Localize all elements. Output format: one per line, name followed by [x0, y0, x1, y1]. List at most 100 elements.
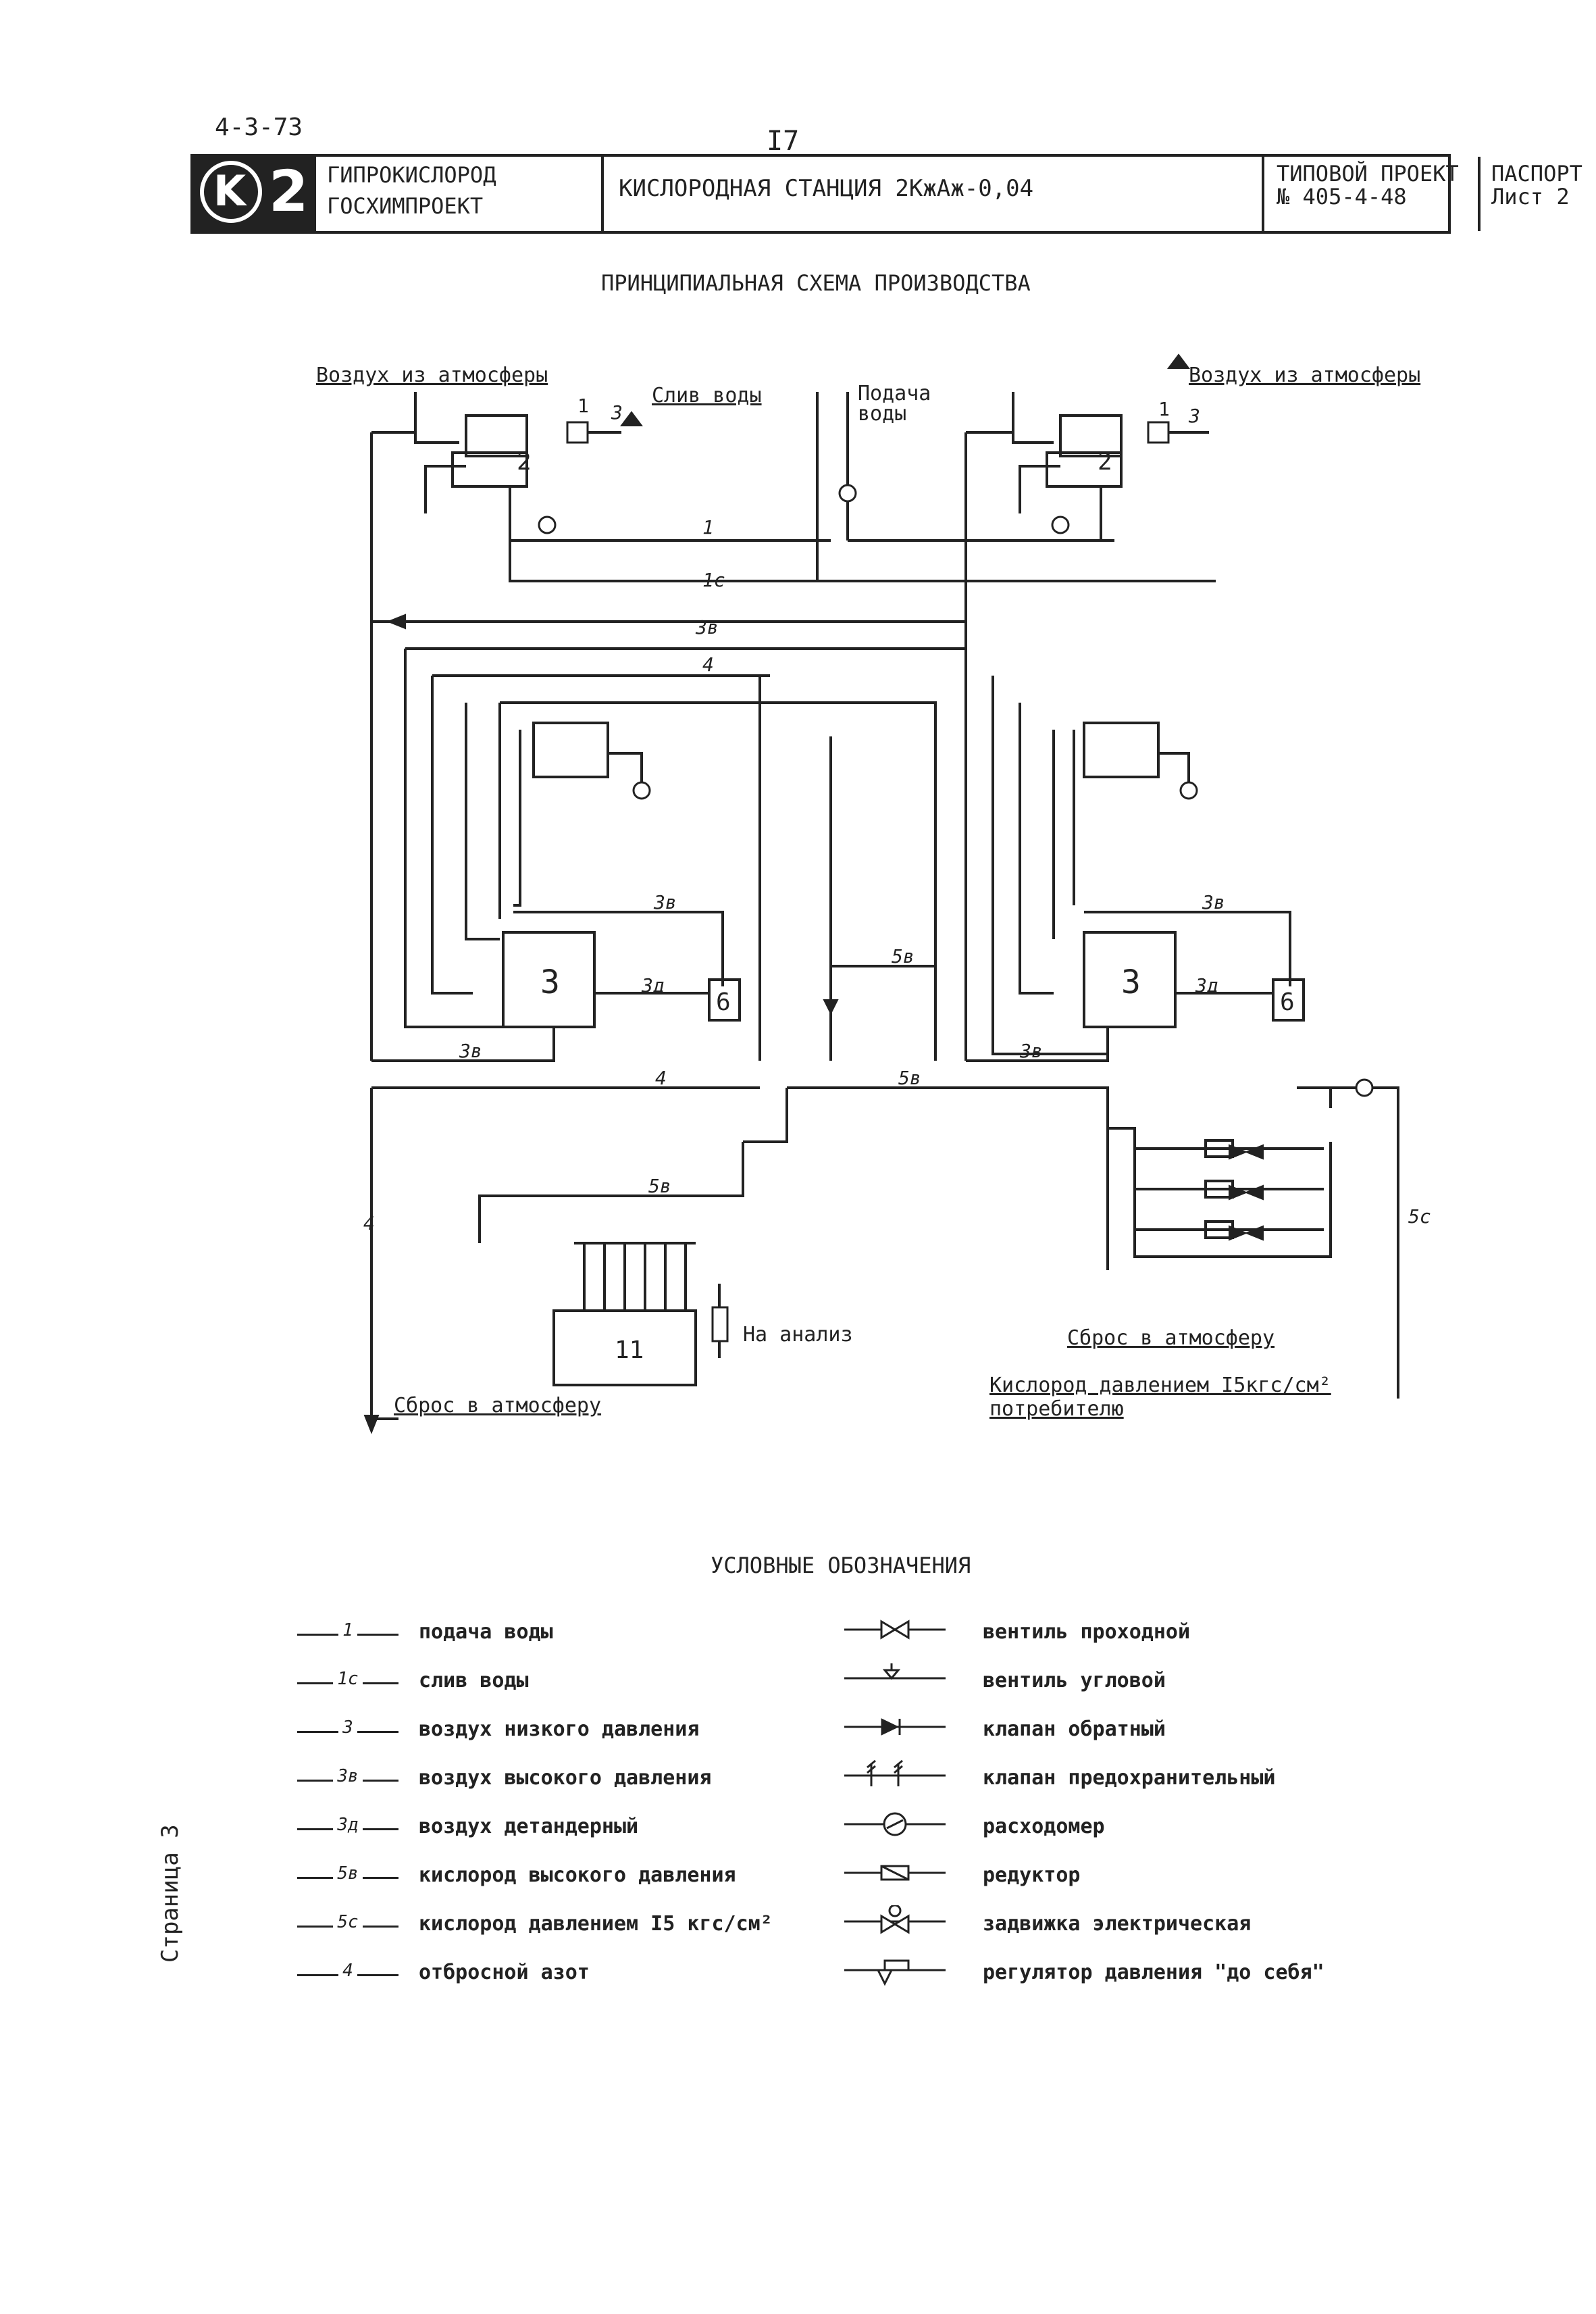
flowmeter-consumer-icon: [1355, 1078, 1374, 1097]
pipe-cylinder-risers: [583, 1243, 687, 1311]
unit-2-right-label: 2: [1098, 448, 1112, 476]
legend-symbol-text: вентиль проходной: [983, 1620, 1191, 1644]
unit-1-right-column: [1083, 722, 1160, 778]
unit-2-left-label: 2: [517, 448, 532, 476]
unit-1-right-label: 1: [1158, 398, 1170, 420]
legend-line-code-text: 5в: [333, 1863, 363, 1884]
pipe-5v-bottom-header: [787, 1086, 1109, 1270]
legend-line-code: 3: [297, 1717, 398, 1738]
unit-1-left-column: [532, 722, 609, 778]
legend-line-code-text: 3: [338, 1717, 357, 1738]
unit-6-right: [1272, 978, 1305, 1022]
line-4-label-vertical: 4: [363, 1212, 375, 1234]
document-code: 4-3-73: [215, 114, 303, 141]
flowmeter-water-icon: [838, 484, 857, 503]
organization-cell: ГИПРОКИСЛОРОД ГОСХИМПРОЕКТ: [316, 157, 604, 231]
line-3v-label-bottom-right: 3в: [1019, 1040, 1043, 1062]
pipe-water-left: [509, 486, 547, 542]
unit-6-right-label: 6: [1280, 988, 1295, 1016]
legend-line-code-text: 3в: [333, 1766, 363, 1786]
typical-project-cell: ТИПОВОЙ ПРОЕКТ № 405-4-48: [1264, 157, 1481, 231]
pipe-5v-left-a: [465, 703, 500, 940]
unit-3-right: [1083, 931, 1177, 1028]
line-3v-label-left: 3в: [653, 891, 677, 913]
filter-right-icon: [1147, 421, 1170, 444]
project-title: КИСЛОРОДНАЯ СТАНЦИЯ 2КжАж-0,04: [619, 175, 1034, 202]
safety-valve-icon: [844, 1759, 946, 1786]
flowmeter-icon: [844, 1812, 946, 1836]
flowmeter-right-column-icon: [1179, 781, 1198, 800]
pipe-air-left-top: [371, 431, 459, 444]
line-3-label-left: 3: [611, 401, 623, 424]
line-3-label-right: 3: [1188, 405, 1200, 427]
consumer-label-1: Кислород давлением I5кгс/см²: [989, 1374, 1331, 1397]
unit-6-left: [708, 978, 741, 1022]
pipe-3v-to-6-right: [1084, 911, 1291, 986]
filter-left-icon: [566, 421, 589, 444]
unit-11-label: 11: [615, 1336, 644, 1364]
unit-1-left-label: 1: [577, 395, 589, 417]
line-1-label: 1: [702, 516, 714, 538]
pipe-3v-left-loop: [404, 649, 554, 1028]
electric-gate-right-icon: [1051, 515, 1070, 534]
legend-line-code: 3в: [297, 1766, 398, 1786]
legend-symbol-text: расходомер: [983, 1815, 1105, 1838]
passport-cell: ПАСПОРТ Лист 2: [1481, 157, 1596, 231]
water-drain-label: Слив воды: [652, 384, 762, 407]
check-valve-3v-icon: [386, 613, 406, 630]
pipe-left-return: [424, 465, 466, 513]
pipe-4-vent-left: [370, 1088, 398, 1420]
legend-line-code-text: 1: [338, 1620, 357, 1640]
pipe-5v-left-b: [513, 730, 521, 907]
pressure-regulator-icon: [844, 1959, 946, 1986]
legend-line-text: воздух низкого давления: [419, 1717, 700, 1741]
legend-title: УСЛОВНЫЕ ОБОЗНАЧЕНИЯ: [711, 1553, 971, 1578]
pipe-3v-to-6-left: [513, 911, 724, 986]
consumer-label-2: потребителю: [989, 1397, 1124, 1421]
title-block: K 2 ГИПРОКИСЛОРОД ГОСХИМПРОЕКТ КИСЛОРОДН…: [190, 154, 1582, 234]
pipe-5v-regulator: [743, 1088, 788, 1143]
pipe-5v-upper-header: [500, 701, 937, 1061]
line-5v-label-cylinders: 5в: [648, 1175, 671, 1197]
vent-left-label: Сброс в атмосферу: [394, 1394, 601, 1417]
legend-line-code: 3д: [297, 1815, 398, 1835]
unit-3-right-label: 3: [1121, 963, 1141, 1001]
legend-line-text: воздух высокого давления: [419, 1766, 712, 1790]
check-valve-center-icon: [823, 999, 839, 1015]
water-supply-label-2: воды: [858, 402, 906, 426]
unit-2-left-top: [465, 414, 528, 457]
typical-project-line1: ТИПОВОЙ ПРОЕКТ: [1277, 161, 1459, 186]
gate-valve-row2-icon: [1229, 1184, 1264, 1201]
side-page-note: Страница 3: [157, 1824, 184, 1963]
unit-2-right-bottom: [1046, 451, 1123, 488]
analysis-label: На анализ: [743, 1323, 853, 1347]
vent-arrow-bottom-icon: [363, 1415, 380, 1434]
line-3d-label-left: 3д: [641, 974, 665, 997]
unit-2-right-top: [1059, 414, 1123, 457]
page-number: I7: [767, 126, 800, 157]
logo-cell: K 2: [193, 157, 316, 231]
unit-6-left-label: 6: [716, 988, 731, 1016]
logo-circle-icon: [200, 161, 262, 223]
pipe-air-right-top: [966, 431, 1054, 444]
angle-valve-icon: [844, 1663, 946, 1680]
line-3v-label-top: 3в: [695, 616, 719, 638]
legend-line-text: кислород высокого давления: [419, 1863, 736, 1887]
legend-line-code: 4: [297, 1961, 398, 1981]
vent-arrow-left-icon: [620, 411, 643, 426]
pipe-unit1-left-flowmeter: [608, 752, 643, 790]
check-valve-icon: [844, 1718, 946, 1736]
legend-line-code: 5с: [297, 1912, 398, 1932]
electric-gate-icon: [844, 1905, 946, 1934]
unit-2-left-bottom: [451, 451, 528, 488]
gate-valve-row1-icon: [1229, 1144, 1264, 1160]
air-intake-right-label: Воздух из атмосферы: [1189, 363, 1420, 387]
legend-symbol-text: задвижка электрическая: [983, 1912, 1252, 1936]
legend-line-code-text: 5с: [333, 1912, 363, 1932]
pipe-unit1-right-flowmeter: [1158, 752, 1190, 790]
pipe-right-bottom: [966, 1027, 1109, 1062]
legend-symbol-text: вентиль угловой: [983, 1669, 1166, 1692]
pipe-5v-filling-frame: [1108, 1127, 1332, 1258]
legend-line-code: 5в: [297, 1863, 398, 1884]
